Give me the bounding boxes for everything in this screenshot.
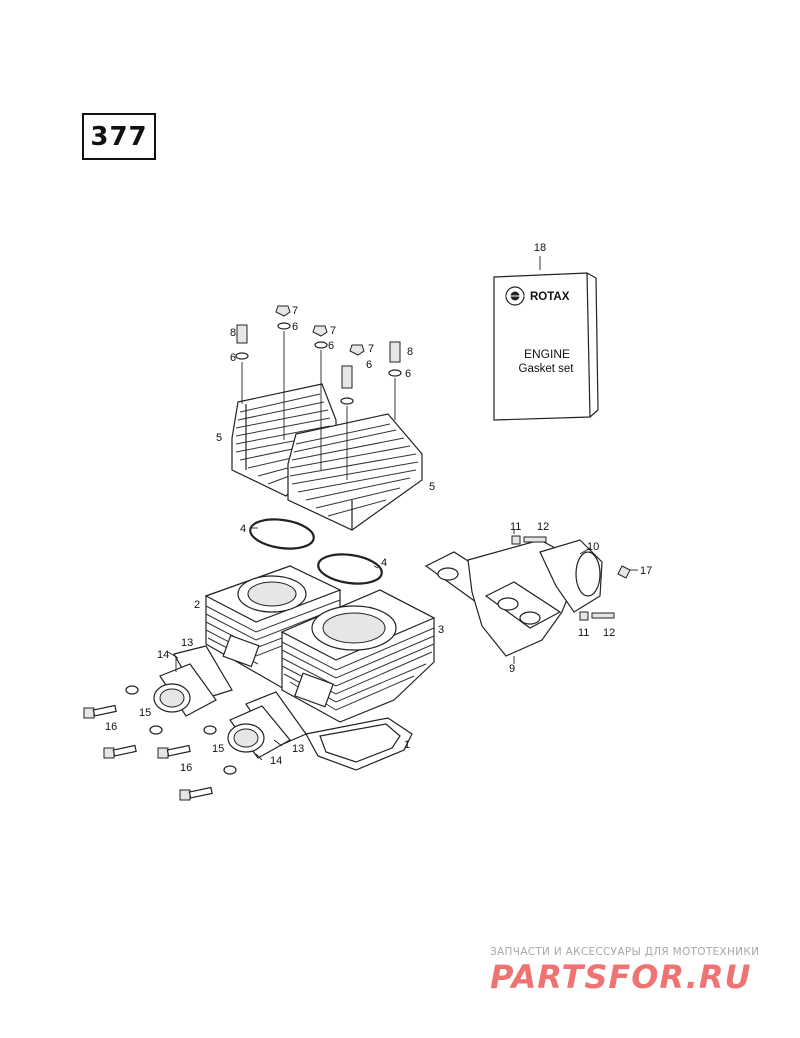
bolt-11-12-bottom [579, 611, 615, 621]
callout-2: 2 [194, 599, 200, 611]
callout-6-c: 6 [366, 359, 372, 371]
callout-8-right: 8 [407, 346, 413, 358]
washer-15-b [149, 725, 163, 735]
drain-plug-17 [617, 565, 631, 579]
nut-7-a [275, 305, 291, 317]
spacer-8-right [389, 341, 401, 363]
gasket-set-title: ENGINE [524, 347, 570, 361]
callout-9: 9 [509, 663, 515, 675]
callout-6-right: 6 [405, 368, 411, 380]
callout-4-left: 4 [240, 523, 246, 535]
watermark-logo: PARTSFOR.RU [490, 958, 752, 996]
washer-15-d [223, 765, 237, 775]
callout-12-top: 12 [537, 521, 549, 533]
callout-7-b: 7 [330, 325, 336, 337]
callout-7-c: 7 [368, 343, 374, 355]
callout-11-bottom: 11 [578, 627, 589, 639]
nut-7-c [349, 344, 365, 356]
callout-12-bottom: 12 [603, 627, 615, 639]
callout-13-left: 13 [181, 637, 193, 649]
exhaust-socket-10 [539, 539, 603, 613]
screw-16-b [103, 744, 137, 759]
o-ring-4-left [249, 518, 315, 550]
callout-7-a: 7 [292, 305, 298, 317]
callout-5-left: 5 [216, 432, 222, 444]
screw-16-c [157, 744, 191, 759]
screw-16-d [179, 786, 213, 801]
spacer-8-left [236, 324, 248, 344]
callout-15-left: 15 [139, 707, 151, 719]
washer-6-right [388, 369, 402, 377]
callout-4-right: 4 [381, 557, 387, 569]
washer-15-c [203, 725, 217, 735]
bolt-11-12-top [511, 535, 547, 545]
callout-14-left: 14 [157, 649, 169, 661]
washer-15-a [125, 685, 139, 695]
callout-17: 17 [640, 565, 652, 577]
intake-socket-14-right [227, 705, 291, 759]
callout-6-left: 6 [230, 352, 236, 364]
callout-8-left: 8 [230, 327, 236, 339]
screw-16-a [83, 704, 117, 719]
page-number: 377 [82, 113, 156, 160]
rotax-logo-icon [505, 286, 525, 306]
watermark-tagline: ЗАПЧАСТИ И АКСЕССУАРЫ ДЛЯ МОТОТЕХНИКИ [490, 946, 760, 958]
washer-6-a [277, 322, 291, 330]
callout-6-a: 6 [292, 321, 298, 333]
callout-5-right: 5 [429, 481, 435, 493]
cylinder-right [280, 589, 436, 723]
callout-11-top: 11 [510, 521, 521, 533]
intake-socket-14-left [153, 663, 217, 717]
callout-10: 10 [587, 541, 599, 553]
cylinder-head-right [287, 413, 423, 531]
gasket-set-subtitle: Gasket set [519, 363, 575, 375]
callout-16-right: 16 [180, 762, 192, 774]
washer-6-b [314, 341, 328, 349]
o-ring-4-right [317, 553, 383, 585]
callout-14-right: 14 [270, 755, 282, 767]
washer-6-mid [340, 397, 354, 405]
callout-18: 18 [534, 242, 546, 254]
callout-13-right: 13 [292, 743, 304, 755]
nut-7-b [312, 325, 328, 337]
callout-15-right: 15 [212, 743, 224, 755]
callout-6-b: 6 [328, 340, 334, 352]
callout-16-left: 16 [105, 721, 117, 733]
callout-3: 3 [438, 624, 444, 636]
gasket-set-package [493, 256, 599, 421]
base-gasket-1 [305, 717, 413, 771]
spacer-8-mid [341, 365, 353, 389]
washer-6-left [235, 352, 249, 360]
gasket-set-brand: ROTAX [530, 291, 570, 303]
callout-1: 1 [404, 739, 410, 751]
